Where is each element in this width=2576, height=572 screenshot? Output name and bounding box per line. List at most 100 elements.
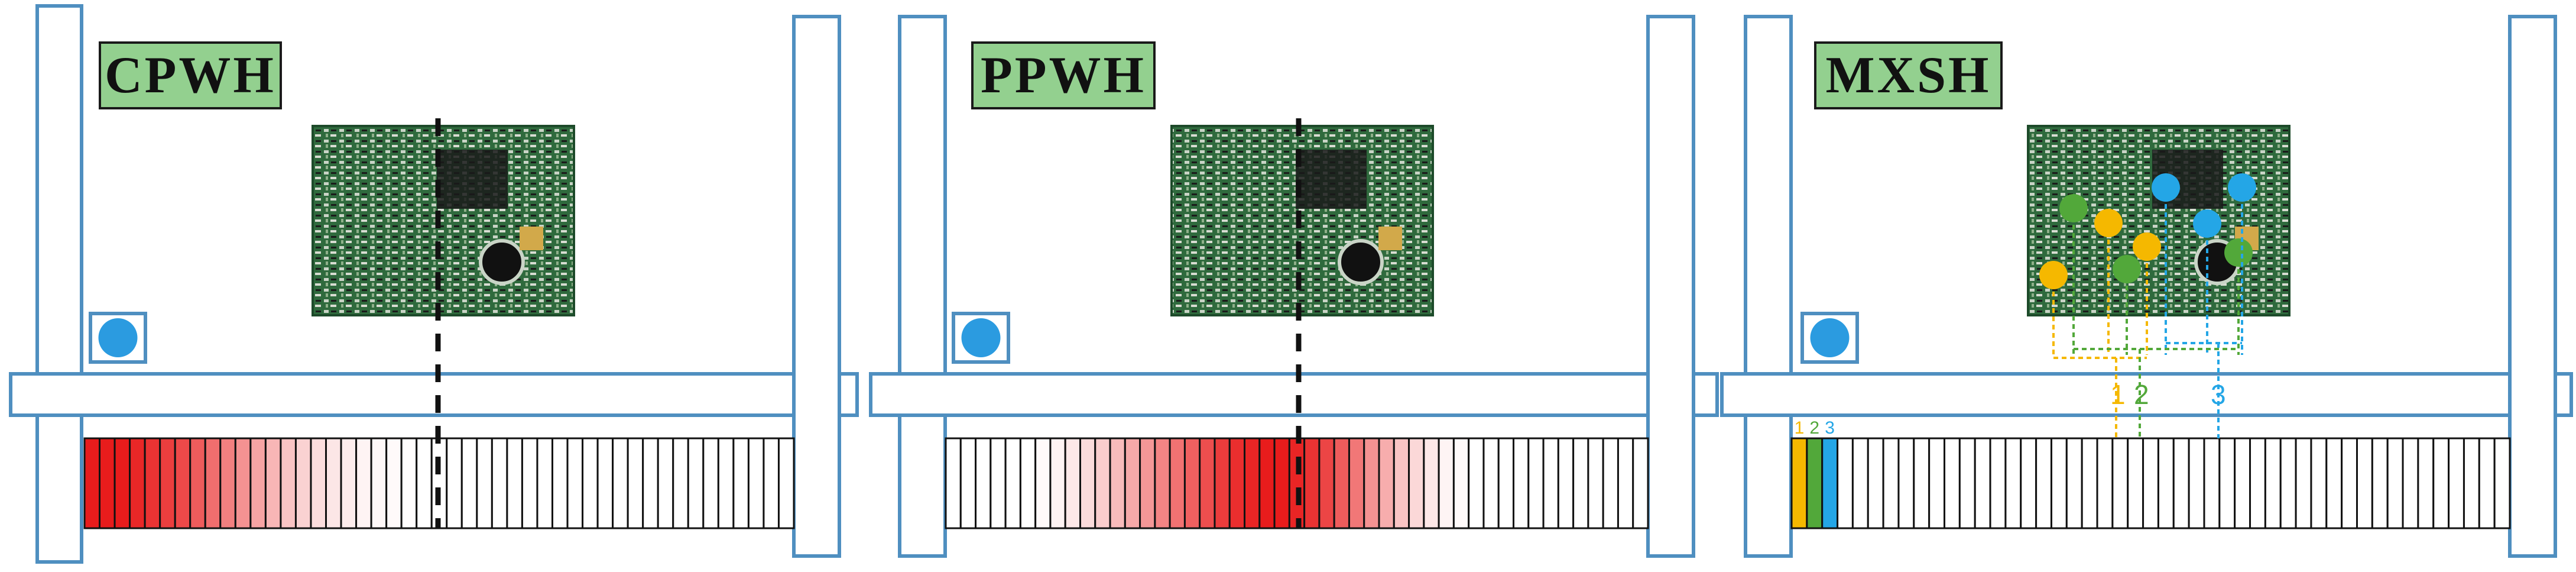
gantry-beam (1720, 372, 2573, 417)
strip-cell (1049, 437, 1066, 529)
strip-cell (672, 437, 689, 529)
strip-cell (2402, 437, 2419, 529)
strip-cell (2448, 437, 2465, 529)
strip-cell (1468, 437, 1485, 529)
strip-cell (1363, 437, 1380, 529)
strip-cell (400, 437, 418, 529)
strip-cell (2310, 437, 2328, 529)
strip-cell (1183, 437, 1201, 529)
strip-cell (1572, 437, 1589, 529)
strip-cell (491, 437, 508, 529)
strip-cell (430, 437, 448, 529)
strip-cell (99, 437, 116, 529)
strip-cell (1632, 437, 1649, 529)
strip-cell (2279, 437, 2297, 529)
strip-cell (627, 437, 644, 529)
strip-cell (1303, 437, 1321, 529)
strip-cell (204, 437, 222, 529)
strip-cell (2004, 437, 2022, 529)
strip-cell (2356, 437, 2373, 529)
strip-cell (1557, 437, 1575, 529)
strip-cell (1393, 437, 1410, 529)
pcb-component (520, 227, 543, 250)
strip-cell (340, 437, 358, 529)
strip-cell (1897, 437, 1915, 529)
strip-cell (2234, 437, 2251, 529)
nozzle-cell-3 (1821, 437, 1839, 529)
strip-cell (747, 437, 765, 529)
strip-cell (159, 437, 176, 529)
group-label-3: 3 (2211, 379, 2226, 410)
strip-cell (1079, 437, 1096, 529)
strip-cell (189, 437, 206, 529)
strip-cell (1882, 437, 1900, 529)
right-column (792, 15, 841, 558)
strip-cell (1867, 437, 1884, 529)
strip-cell (1928, 437, 1946, 529)
strip-cell (1438, 437, 1455, 529)
nozzle-cell-2 (1806, 437, 1824, 529)
strip-cell (989, 437, 1007, 529)
strip-cell (1288, 437, 1306, 529)
strip-cell (234, 437, 252, 529)
strip-cell (687, 437, 705, 529)
nozzle-icon (1810, 318, 1850, 357)
legend-label-2: 2 (1809, 418, 1819, 438)
strip-cell (325, 437, 342, 529)
strip-cell (975, 437, 992, 529)
strip-cell (2493, 437, 2511, 529)
strip-cell (1318, 437, 1335, 529)
strip-cell (310, 437, 327, 529)
gantry-beam (869, 372, 1719, 417)
strip-cell (280, 437, 297, 529)
nozzle-dot (2224, 238, 2253, 267)
strip-cell (717, 437, 735, 529)
strip-cell (1913, 437, 1931, 529)
strip-cell (460, 437, 478, 529)
strip-cell (2463, 437, 2480, 529)
panel-title-ppwh: PPWH (971, 41, 1156, 109)
strip-cell (2020, 437, 2038, 529)
strip-cell (113, 437, 131, 529)
strip-cell (2111, 437, 2129, 529)
strip-cell (2371, 437, 2389, 529)
strip-cell (1333, 437, 1350, 529)
strip-cell (2386, 437, 2404, 529)
strip-cell (2050, 437, 2068, 529)
strip-cell (2142, 437, 2159, 529)
strip-cell (657, 437, 674, 529)
strip-cell (1258, 437, 1276, 529)
strip-cell (1944, 437, 1961, 529)
nozzle-cell-1 (1790, 437, 1808, 529)
left-column (35, 4, 83, 564)
strip-cell (294, 437, 312, 529)
pcb-chip (437, 150, 508, 209)
strip-cell (1094, 437, 1111, 529)
pcb-component (1378, 227, 1402, 250)
nozzle-dot (2152, 173, 2180, 202)
strip-cell (1169, 437, 1186, 529)
strip-cell (355, 437, 372, 529)
strip-cell (582, 437, 599, 529)
strip-cell (1214, 437, 1231, 529)
strip-cell (959, 437, 977, 529)
nozzle-dot (2193, 209, 2221, 238)
nozzle-dot (2228, 173, 2256, 202)
strip-cell (219, 437, 236, 529)
strip-cell (1064, 437, 1081, 529)
panel-cpwh (9, 4, 859, 564)
strip-cell (2172, 437, 2190, 529)
strip-cell (1497, 437, 1515, 529)
strip-cell (2478, 437, 2496, 529)
strip-cell (536, 437, 553, 529)
nozzle-dot (2039, 261, 2068, 289)
nozzle-dot (2094, 209, 2123, 237)
panel-title-cpwh: CPWH (99, 41, 282, 109)
nozzle-icon (961, 318, 1001, 357)
strip-cell (129, 437, 146, 529)
strip-cell (596, 437, 614, 529)
